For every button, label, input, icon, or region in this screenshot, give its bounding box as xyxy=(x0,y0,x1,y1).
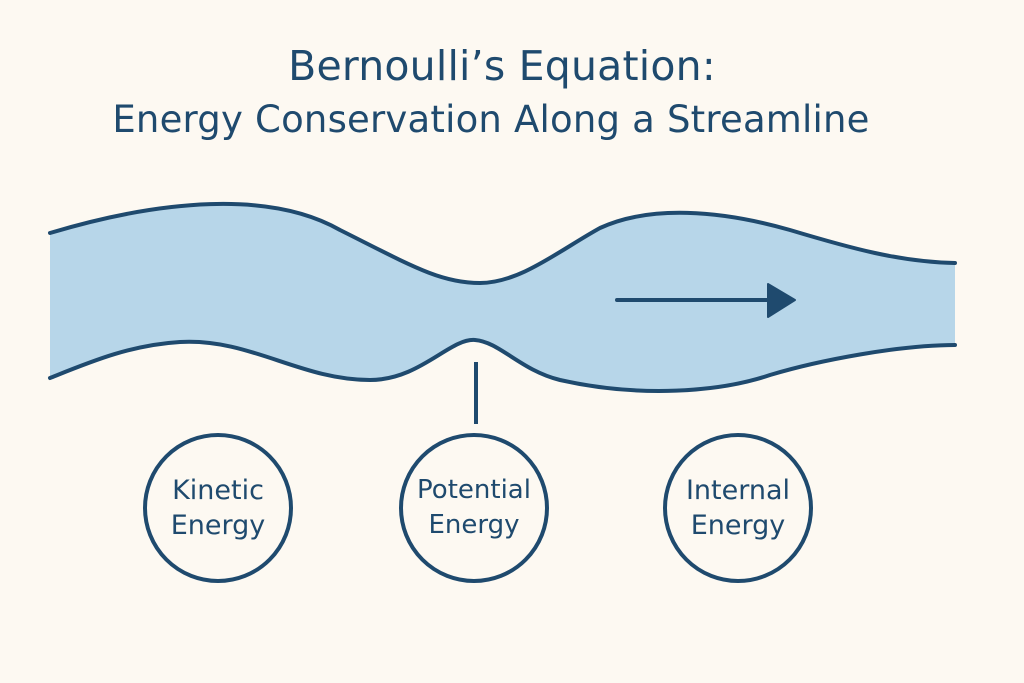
lower-wall xyxy=(48,337,957,393)
potential-energy-circle: Potential Energy xyxy=(399,433,549,583)
potential-energy-label-line-2: Energy xyxy=(428,510,520,540)
kinetic-energy-label-line-2: Energy xyxy=(170,510,266,541)
internal-energy-label-line-1: Internal xyxy=(685,475,791,506)
kinetic-energy-circle: Kinetic Energy xyxy=(143,433,293,583)
arrow-right-icon xyxy=(615,283,796,318)
upper-wall xyxy=(48,201,957,286)
kinetic-energy-label-line-1: Kinetic xyxy=(172,475,264,506)
title-line-2: Energy Conservation Along a Streamline xyxy=(112,98,870,141)
fluid-fill xyxy=(50,203,955,391)
title-line-1: Bernoulli’s Equation: xyxy=(288,42,716,90)
internal-energy-circle: Internal Energy xyxy=(663,433,813,583)
internal-energy-label-line-2: Energy xyxy=(690,510,786,541)
potential-energy-label-line-1: Potential xyxy=(417,475,531,505)
